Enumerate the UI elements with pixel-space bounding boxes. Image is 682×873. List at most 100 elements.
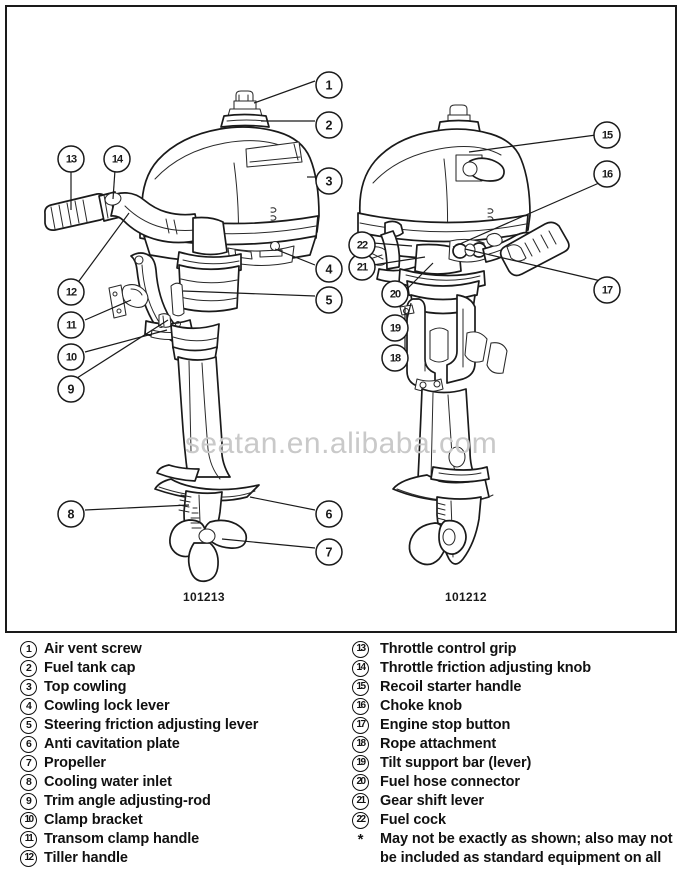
- right-motor-illustration: [357, 104, 570, 566]
- legend-label: Engine stop button: [380, 717, 511, 733]
- callout-circle: [315, 111, 343, 139]
- callout-circle: [57, 343, 85, 371]
- diagram-frame: seatan.en.alibaba.com 101213 101212: [5, 5, 677, 633]
- legend-number-badge: 1: [20, 641, 37, 658]
- recoil-starter-handle-part: [455, 154, 505, 182]
- legend-label: Cooling water inlet: [44, 774, 172, 790]
- footnote-text: be included as standard equipment on all: [380, 850, 662, 866]
- legend-label: Propeller: [44, 755, 106, 771]
- callout-number: 21: [357, 262, 368, 274]
- legend-number-badge: 15: [352, 679, 369, 696]
- callout-circle: [315, 538, 343, 566]
- callout-number: 14: [112, 154, 124, 166]
- callout-circle: [57, 311, 85, 339]
- steering-friction-lever-part: [170, 282, 185, 317]
- callout-11: 11: [57, 311, 85, 339]
- legend-number-badge: 20: [352, 774, 369, 791]
- legend-number-badge: 7: [20, 755, 37, 772]
- callout-number: 19: [390, 323, 401, 335]
- legend-label: Gear shift lever: [380, 793, 484, 809]
- callout-5: 5: [315, 286, 343, 314]
- callout-circle: [57, 278, 85, 306]
- callout-circle: [593, 160, 621, 188]
- callout-number: 4: [326, 263, 333, 277]
- callout-17: 17: [593, 276, 621, 304]
- legend-label: Throttle control grip: [380, 641, 517, 657]
- footnote-marker: *: [357, 831, 364, 848]
- legend-label: Fuel cock: [380, 812, 446, 828]
- figure-code-left: 101213: [183, 590, 225, 604]
- callout-number: 13: [66, 154, 77, 166]
- legend-number-badge: 11: [20, 831, 37, 848]
- legend-label: Clamp bracket: [44, 812, 143, 828]
- callout-1: 1: [315, 71, 343, 99]
- callout-number: 16: [602, 169, 613, 181]
- callout-number: 1: [326, 79, 333, 93]
- callout-15: 15: [593, 121, 621, 149]
- callout-circle: [315, 286, 343, 314]
- legend-number-badge: 10: [20, 812, 37, 829]
- callout-circle: [57, 145, 85, 173]
- callout-circle: [315, 255, 343, 283]
- legend-number-badge: 6: [20, 736, 37, 753]
- callout-9: 9: [57, 375, 85, 403]
- footnote-text: May not be exactly as shown; also may no…: [380, 831, 673, 847]
- legend-number-badge: 17: [352, 717, 369, 734]
- callout-circle: [315, 71, 343, 99]
- legend-number-badge: 5: [20, 717, 37, 734]
- legend-label: Tilt support bar (lever): [380, 755, 532, 771]
- driveshaft-housing-part: [177, 356, 231, 480]
- legend-label: Air vent screw: [44, 641, 142, 657]
- callout-circle: [315, 167, 343, 195]
- cowling-lock-lever-part: [227, 240, 295, 267]
- callout-14: 14: [103, 145, 131, 173]
- callout-number: 6: [326, 508, 333, 522]
- legend-label: Tiller handle: [44, 850, 128, 866]
- legend-footnote-line-1: * May not be exactly as shown; also may n…: [352, 830, 682, 849]
- legend-label: Transom clamp handle: [44, 831, 200, 847]
- legend-number-badge: 22: [352, 812, 369, 829]
- legend-item-6: 6 Anti cavitation plate: [20, 735, 350, 754]
- legend-number-badge: 18: [352, 736, 369, 753]
- legend-item-1: 1 Air vent screw: [20, 640, 350, 659]
- callout-12: 12: [57, 278, 85, 306]
- callout-number: 20: [390, 289, 401, 301]
- callout-20: 20: [381, 280, 409, 308]
- callout-number: 22: [357, 240, 368, 252]
- callout-circle: [348, 231, 376, 259]
- legend-label: Anti cavitation plate: [44, 736, 180, 752]
- callout-7: 7: [315, 538, 343, 566]
- callout-18: 18: [381, 344, 409, 372]
- callout-number: 17: [602, 285, 613, 297]
- legend-item-22: 22 Fuel cock: [352, 811, 682, 830]
- callout-2: 2: [315, 111, 343, 139]
- driveshaft-upper-part: [178, 264, 240, 313]
- callout-number: 2: [326, 119, 333, 133]
- legend-number-badge: 4: [20, 698, 37, 715]
- propeller-right-part: [408, 519, 467, 566]
- legend-number-badge: 19: [352, 755, 369, 772]
- legend-number-badge: 14: [352, 660, 369, 677]
- legend-number-badge: 2: [20, 660, 37, 677]
- callout-6: 6: [315, 500, 343, 528]
- left-motor-illustration: [44, 90, 320, 583]
- callout-circle: [381, 314, 409, 342]
- callout-3: 3: [315, 167, 343, 195]
- tiller-arm-right-part: [482, 221, 570, 277]
- outboard-motor-diagram: [44, 90, 570, 583]
- callout-number: 3: [326, 175, 333, 189]
- legend-number-badge: 3: [20, 679, 37, 696]
- callout-19: 19: [381, 314, 409, 342]
- legend-item-10: 10 Clamp bracket: [20, 811, 350, 830]
